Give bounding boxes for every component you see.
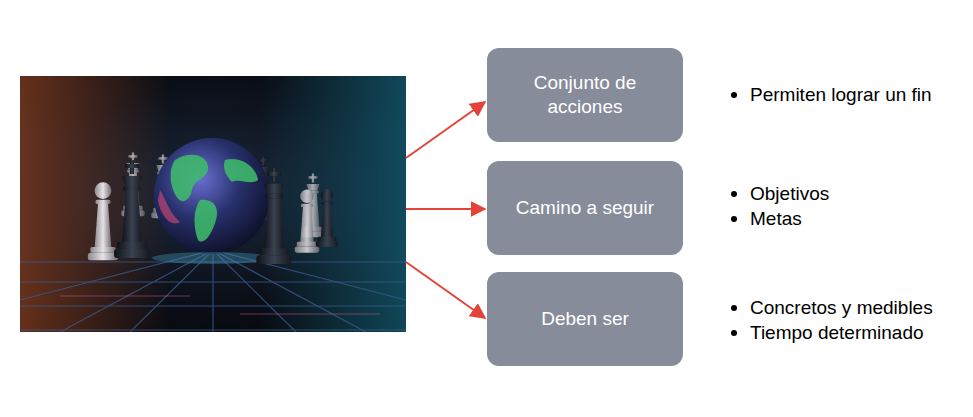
bullet-dot [731, 330, 737, 336]
box-text: Conjunto de acciones [515, 71, 655, 119]
process-box: Conjunto de acciones [487, 48, 683, 142]
bullet-dot [731, 191, 737, 197]
bullet-text: Concretos y medibles [750, 296, 933, 320]
chess-globe-picture [20, 76, 406, 332]
pointer-arrow [406, 262, 485, 318]
bullet-dot [731, 92, 737, 98]
bullet-dot [731, 216, 737, 222]
pointer-arrow [406, 208, 485, 210]
box-text: Deben ser [541, 307, 629, 331]
bullet-dot [731, 305, 737, 311]
pointer-arrow [406, 102, 485, 158]
box-text: Camino a seguir [516, 196, 654, 220]
bullet-text: Metas [750, 207, 802, 231]
process-box: Deben ser [487, 272, 683, 366]
bullet-text: Permiten lograr un fin [750, 83, 932, 107]
bullet-text: Tiempo determinado [750, 321, 924, 345]
bullet-text: Objetivos [750, 182, 829, 206]
process-box: Camino a seguir [487, 161, 683, 255]
